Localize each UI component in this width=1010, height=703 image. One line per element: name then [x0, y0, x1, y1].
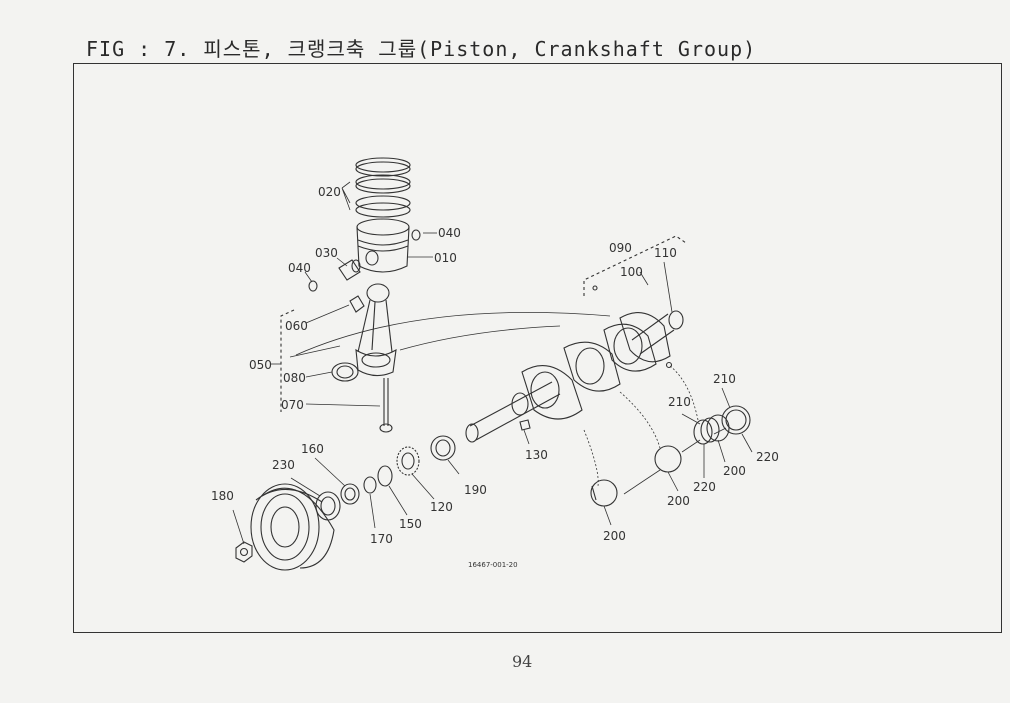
label-200-bottom: 200 — [603, 529, 626, 543]
diagram-code: 16467-001-20 — [468, 561, 518, 569]
label-220-right: 220 — [756, 450, 779, 464]
small-end-bushing — [349, 295, 365, 313]
label-130: 130 — [525, 448, 548, 462]
label-100: 100 — [620, 265, 643, 279]
crank-gear-120 — [396, 446, 420, 476]
pulley-nut — [235, 541, 253, 563]
piston-rings — [355, 157, 411, 218]
label-040-left: 040 — [288, 261, 311, 275]
crank-dowel — [665, 361, 673, 369]
crank-gear — [668, 310, 684, 330]
label-180: 180 — [211, 489, 234, 503]
rod-bolt — [379, 378, 393, 433]
label-190: 190 — [464, 483, 487, 497]
label-070: 070 — [281, 398, 304, 412]
page-number: 94 — [512, 652, 533, 671]
woodruff-key — [519, 419, 531, 431]
oring-170 — [363, 476, 377, 494]
diagram-frame — [73, 63, 1002, 633]
page-title: FIG : 7. 피스톤, 크랭크축 그룹(Piston, Crankshaft… — [86, 37, 757, 61]
conrod-group-bracket — [280, 309, 295, 412]
label-090: 090 — [609, 241, 632, 255]
label-010: 010 — [434, 251, 457, 265]
label-120: 120 — [430, 500, 453, 514]
snap-ring-left — [308, 280, 318, 292]
snap-ring-right — [411, 229, 421, 241]
label-170: 170 — [370, 532, 393, 546]
crankshaft-pulley — [250, 483, 335, 571]
label-210-left: 210 — [668, 395, 691, 409]
crank-gear-190 — [430, 435, 456, 461]
label-220-lower: 220 — [693, 480, 716, 494]
thrust-washer-210 — [693, 417, 720, 445]
crankshaft-group-bracket — [583, 235, 687, 296]
label-030: 030 — [315, 246, 338, 260]
leader-lines — [232, 181, 753, 545]
piston — [356, 218, 410, 273]
label-040-right: 040 — [438, 226, 461, 240]
label-020: 020 — [318, 185, 341, 199]
label-230: 230 — [272, 458, 295, 472]
crankshaft — [465, 312, 675, 443]
piston-pin — [338, 259, 361, 281]
crankpin-bearing — [331, 362, 359, 382]
main-bearing-200-left — [590, 479, 618, 507]
collar-160 — [340, 483, 360, 505]
label-080: 080 — [283, 371, 306, 385]
label-210-top: 210 — [713, 372, 736, 386]
label-200-middle: 200 — [667, 494, 690, 508]
part-labels: 020 040 010 030 040 060 050 080 070 090 … — [211, 185, 779, 569]
crank-pin — [592, 285, 598, 291]
connecting-rod — [355, 283, 397, 377]
label-160: 160 — [301, 442, 324, 456]
label-050: 050 — [249, 358, 272, 372]
label-110: 110 — [654, 246, 677, 260]
label-150: 150 — [399, 517, 422, 531]
thrust-washer-220 — [721, 405, 751, 435]
label-200-right: 200 — [723, 464, 746, 478]
collar-150 — [377, 465, 393, 487]
main-bearing-200-mid — [654, 445, 682, 473]
label-060: 060 — [285, 319, 308, 333]
